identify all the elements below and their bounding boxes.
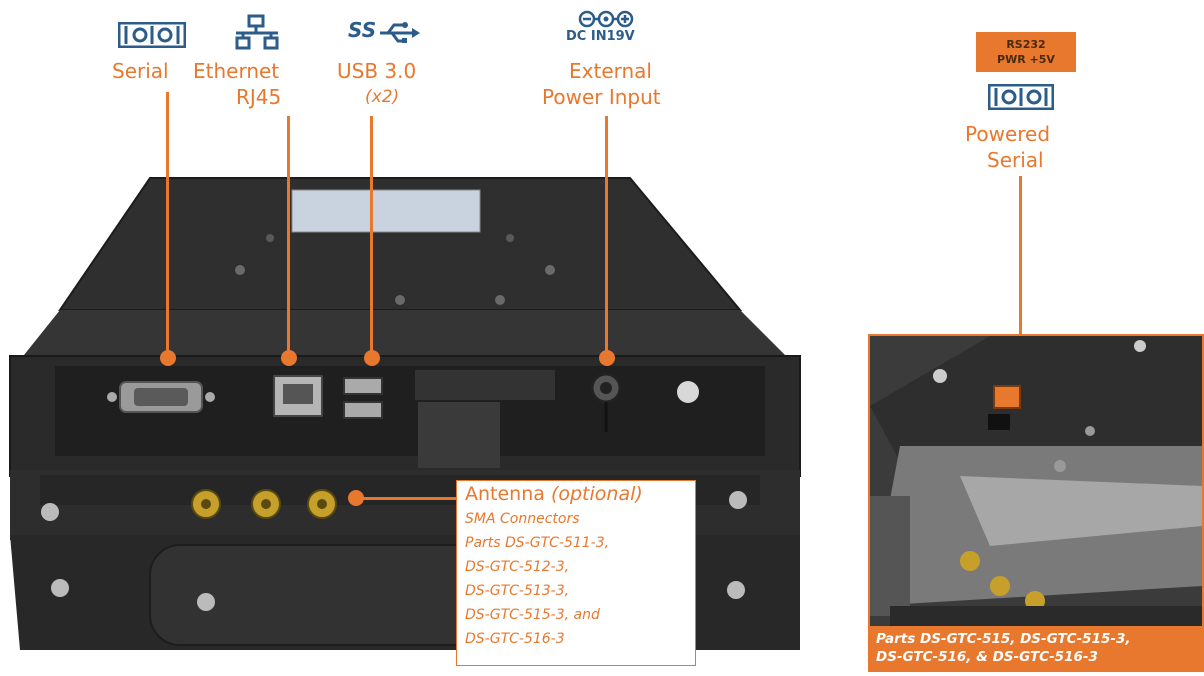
ethernet-label: Ethernet <box>193 59 280 83</box>
antenna-line-3: DS-GTC-512-3, <box>465 559 570 575</box>
antenna-line-2: Parts DS-GTC-511-3, <box>465 535 610 551</box>
usb-ss-text: SS <box>348 18 377 42</box>
ethernet-network-icon <box>235 14 279 50</box>
rs232-badge: RS232 PWR +5V <box>976 32 1076 72</box>
rs232-text: RS232 <box>1006 38 1046 51</box>
antenna-leader-dot <box>348 490 364 506</box>
usb-label: USB 3.0 <box>337 59 417 83</box>
antenna-title-note: (optional) <box>550 483 643 505</box>
powered-serial-port-icon <box>988 84 1054 110</box>
powered-label-1: Powered <box>965 122 1051 146</box>
serial-leader-dot <box>160 350 176 366</box>
powered-label-2: Serial <box>987 148 1044 172</box>
usb-trident-icon <box>380 22 420 43</box>
power-leader-dot <box>599 350 615 366</box>
antenna-title-text: Antenna <box>465 483 545 505</box>
ethernet-leader-line <box>287 116 290 358</box>
powered-serial-leader-line <box>1019 176 1022 398</box>
usb-leader-dot <box>364 350 380 366</box>
antenna-line-4: DS-GTC-513-3, <box>465 583 570 599</box>
dc-in-label: DC IN19V <box>566 29 635 44</box>
serial-port-icon <box>118 22 186 48</box>
inset-caption: Parts DS-GTC-515, DS-GTC-515-3, DS-GTC-5… <box>870 626 1202 670</box>
usb-leader-line <box>370 116 373 358</box>
antenna-callout: Antenna (optional) SMA Connectors Parts … <box>456 480 696 666</box>
antenna-title: Antenna (optional) <box>465 483 643 505</box>
antenna-line-5: DS-GTC-515-3, and <box>465 607 600 623</box>
inset-detail-view: Parts DS-GTC-515, DS-GTC-515-3, DS-GTC-5… <box>868 334 1204 672</box>
usb-sub-label: (x2) <box>365 87 400 107</box>
dc-polarity-icon <box>578 10 634 28</box>
rs232-pwr-text: PWR +5V <box>997 53 1055 66</box>
dock-device-illustration <box>9 177 801 650</box>
serial-label: Serial <box>112 59 169 83</box>
serial-leader-line <box>166 92 169 358</box>
inset-device-illustration <box>870 336 1202 636</box>
inset-caption-line-2: DS-GTC-516, & DS-GTC-516-3 <box>876 649 1098 665</box>
inset-caption-line-1: Parts DS-GTC-515, DS-GTC-515-3, <box>876 631 1131 647</box>
ext-power-label-1: External <box>569 59 652 83</box>
power-leader-line <box>605 116 608 358</box>
dc-power-icon: DC IN19V <box>566 10 644 50</box>
ext-power-label-2: Power Input <box>542 85 661 109</box>
antenna-line-1: SMA Connectors <box>465 511 580 527</box>
ethernet-leader-dot <box>281 350 297 366</box>
antenna-leader-line <box>356 497 456 500</box>
usb-superspeed-icon: SS <box>348 18 424 46</box>
antenna-line-6: DS-GTC-516-3 <box>465 631 565 647</box>
ethernet-sub-label: RJ45 <box>236 85 282 109</box>
